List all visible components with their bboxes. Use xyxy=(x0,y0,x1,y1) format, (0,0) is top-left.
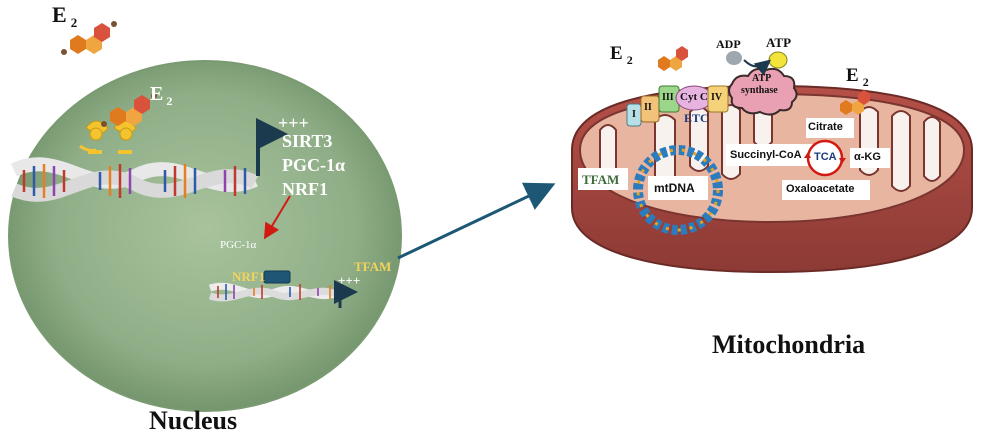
mitochondria-cristae xyxy=(599,102,941,192)
mtdna-label: mtDNA xyxy=(654,181,695,195)
estrogen-molecule-icon-outer xyxy=(61,21,117,55)
e2-letter: E xyxy=(150,83,164,105)
adp-atp-arrow xyxy=(743,59,772,76)
complex-iv-label: IV xyxy=(711,92,723,103)
gene-sirt3: SIRT3 xyxy=(282,131,333,151)
e2-subscript: 2 xyxy=(626,52,633,67)
atp-label: ATP xyxy=(766,35,792,50)
succinyl-box xyxy=(726,144,826,166)
etc-complexes xyxy=(626,85,729,127)
atp-icon xyxy=(768,51,788,69)
e2-letter: E xyxy=(610,43,623,64)
estrogen-molecule-icon-mito-right xyxy=(840,90,870,115)
citrate-box xyxy=(806,118,854,138)
gene-pgc1a: PGC-1α xyxy=(282,155,346,175)
akg-label: α-KG xyxy=(854,151,881,163)
nrf1-box xyxy=(263,270,291,284)
complex-i-label: I xyxy=(632,109,636,120)
tfam-box xyxy=(578,168,628,190)
e2-subscript: 2 xyxy=(166,94,173,108)
succinyl-coa-label: Succinyl-CoA xyxy=(730,149,802,161)
nucleus-circle xyxy=(8,60,402,412)
gene-nrf1: NRF1 xyxy=(282,179,328,199)
nrf1-protein-label: NRF1 xyxy=(232,269,266,284)
atp-synthase-label-bottom: synthase xyxy=(741,85,778,96)
adp-icon xyxy=(726,51,742,65)
cyt-c-label: Cyt C xyxy=(680,91,708,103)
tfam-gene-label: TFAM xyxy=(354,259,392,274)
tca-label: TCA xyxy=(814,151,837,163)
dna-helix-small xyxy=(208,282,342,302)
tfam-plus-signs: +++ xyxy=(338,273,361,288)
complex-ii-label: II xyxy=(644,102,652,113)
adp-label: ADP xyxy=(716,37,741,51)
akg-box xyxy=(850,148,890,168)
estrogen-molecule-icon-mito-left xyxy=(658,46,688,71)
e2-subscript: 2 xyxy=(70,15,78,31)
complex-iv xyxy=(707,85,729,113)
red-arrow xyxy=(263,195,291,240)
complex-iii-label: III xyxy=(662,92,674,103)
oxaloacetate-box xyxy=(782,180,870,200)
mtdna-ring xyxy=(633,145,723,235)
plus-signs: +++ xyxy=(278,113,309,133)
e2-letter: E xyxy=(846,65,859,86)
pgc1a-protein-label: PGC-1α xyxy=(220,239,257,251)
estrogen-receptor-icon xyxy=(79,120,137,154)
atp-synthase-label-top: ATP xyxy=(752,73,772,84)
tfam-arrow xyxy=(334,280,358,308)
e2-subscript: 2 xyxy=(862,74,869,89)
transcription-arrow xyxy=(256,118,288,176)
tfam-mito-label: TFAM xyxy=(582,172,620,187)
estrogen-molecule-icon-inner xyxy=(101,93,157,127)
nucleus-title: Nucleus xyxy=(149,406,238,435)
dna-helix-large xyxy=(10,157,259,202)
etc-label: ETC xyxy=(684,111,709,125)
nucleus-to-mito-arrow xyxy=(397,182,556,260)
citrate-label: Citrate xyxy=(808,121,843,133)
e2-letter: E xyxy=(52,2,67,27)
oxaloacetate-label: Oxaloacetate xyxy=(786,183,855,195)
tca-cycle xyxy=(804,139,846,177)
mitochondria-title: Mitochondria xyxy=(712,330,866,359)
